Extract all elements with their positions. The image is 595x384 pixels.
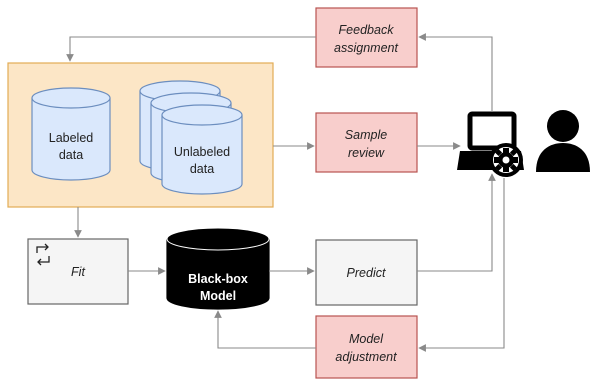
computer-gear-icon [457, 111, 524, 177]
sample-review-line1: Sample [345, 128, 387, 142]
labeled-data-line2: data [59, 148, 83, 162]
sample-review-box: Sample review [315, 112, 418, 173]
unlabeled-data-line1: Unlabeled [174, 145, 230, 159]
feedback-line2: assignment [334, 41, 398, 55]
model-adjustment-box: Model adjustment [315, 315, 418, 379]
unlabeled-data-cylinders: Unlabeled data [139, 80, 243, 195]
arrow-computer-to-feedback [418, 33, 493, 112]
black-box-model-cylinder: Black-box Model [166, 227, 270, 310]
arrow-computer-to-model-adjustment [418, 178, 505, 352]
predict-box: Predict [315, 239, 418, 306]
feedback-line1: Feedback [339, 23, 395, 37]
blackbox-line1: Black-box [188, 272, 248, 286]
unlabeled-data-line2: data [190, 162, 214, 176]
labeled-data-line1: Labeled [49, 131, 94, 145]
predict-label: Predict [347, 266, 386, 280]
fit-label: Fit [71, 265, 85, 279]
model-adjustment-line1: Model [349, 332, 384, 346]
sample-review-line2: review [348, 146, 385, 160]
model-adjustment-line2: adjustment [335, 350, 397, 364]
arrow-feedback-to-panel [66, 36, 316, 62]
arrow-predict-to-computer [417, 173, 496, 272]
loop-arrows-icon [36, 243, 50, 266]
fit-box: Fit [27, 238, 129, 305]
blackbox-line2: Model [200, 289, 236, 303]
arrow-model-adjustment-to-blackbox [214, 310, 316, 349]
user-icon [536, 110, 590, 172]
feedback-assignment-box: Feedback assignment [315, 7, 418, 68]
labeled-data-cylinder: Labeled data [31, 87, 111, 181]
connectors [66, 33, 505, 352]
